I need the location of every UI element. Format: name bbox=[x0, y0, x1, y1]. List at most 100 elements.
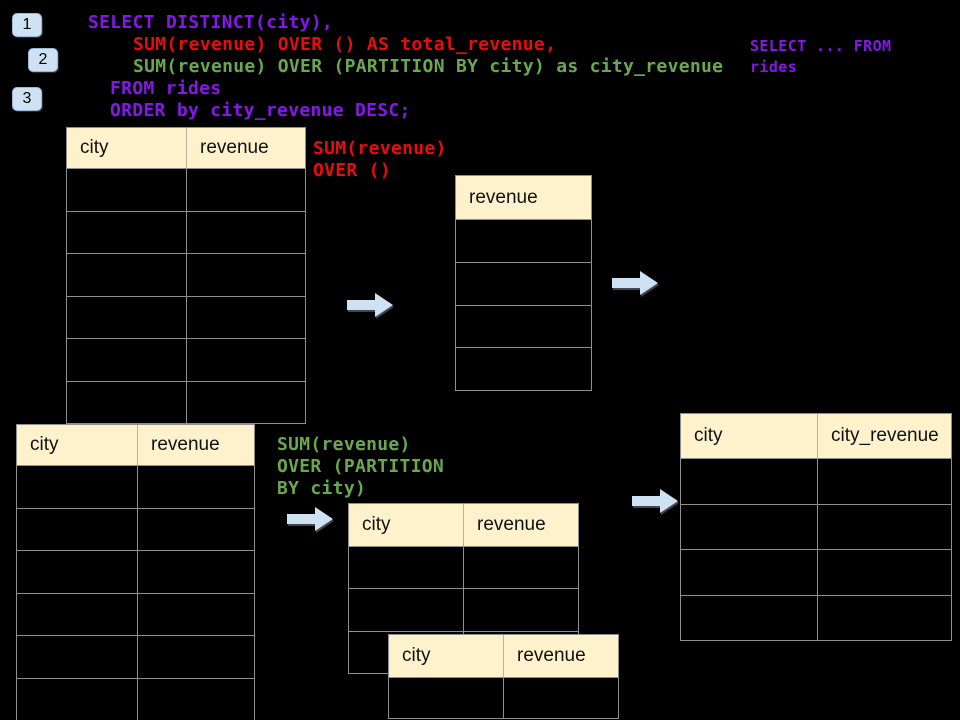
sql-line-order-by: ORDER by city_revenue DESC; bbox=[110, 100, 411, 121]
table-cell bbox=[17, 593, 138, 635]
column-header: city bbox=[681, 414, 818, 458]
table-row bbox=[681, 550, 951, 596]
table-cell bbox=[187, 169, 305, 211]
table-row bbox=[456, 262, 591, 306]
table-cell bbox=[456, 262, 591, 305]
table-row bbox=[17, 466, 254, 509]
column-header: revenue bbox=[477, 514, 546, 535]
table-cell bbox=[187, 381, 305, 423]
side-note-select-from-rides: SELECT ... FROM rides bbox=[750, 36, 891, 78]
table-cell bbox=[67, 339, 187, 381]
table-cell bbox=[138, 636, 254, 678]
column-header: city bbox=[349, 504, 464, 546]
table-header-row: city city_revenue bbox=[681, 414, 951, 459]
table-row bbox=[456, 220, 591, 263]
table-cell bbox=[17, 508, 138, 550]
table-cell bbox=[67, 211, 187, 253]
table-cell bbox=[681, 459, 818, 504]
table-cell bbox=[138, 508, 254, 550]
table-row bbox=[17, 678, 254, 720]
table-cell bbox=[818, 504, 951, 549]
table-cell bbox=[17, 636, 138, 678]
table-row bbox=[67, 296, 305, 339]
table-cell bbox=[456, 348, 591, 391]
side-note-line-1: SELECT ... FROM bbox=[750, 37, 892, 55]
table-cell bbox=[187, 254, 305, 296]
table-cell bbox=[138, 551, 254, 593]
table-cell bbox=[349, 589, 464, 631]
table-cell bbox=[681, 595, 818, 640]
annotation-total-line-2: OVER () bbox=[313, 160, 391, 181]
column-header: city bbox=[17, 425, 138, 465]
table-row bbox=[349, 589, 578, 632]
table-cell bbox=[138, 466, 254, 508]
annotation-total-revenue: SUM(revenue)OVER () bbox=[313, 138, 447, 182]
annotation-partition-line-3: BY city) bbox=[277, 478, 367, 499]
source-table-bottom: city revenue bbox=[16, 424, 255, 720]
partitioned-table: city revenue bbox=[348, 503, 579, 674]
table-row bbox=[389, 678, 618, 718]
arrow-right-icon bbox=[287, 507, 333, 531]
table-cell bbox=[138, 678, 254, 720]
table-cell bbox=[818, 550, 951, 595]
sql-line-select: SELECT DISTINCT(city), bbox=[88, 12, 334, 33]
table-cell bbox=[17, 551, 138, 593]
table-row bbox=[67, 381, 305, 423]
table-cell bbox=[67, 169, 187, 211]
total-revenue-table: revenue bbox=[455, 175, 592, 392]
arrow-right-icon bbox=[612, 271, 658, 295]
side-note-line-2: rides bbox=[750, 58, 798, 76]
step-badge-1: 1 bbox=[12, 13, 42, 37]
table-cell bbox=[389, 678, 504, 718]
table-row bbox=[17, 593, 254, 636]
table-header-row: city revenue bbox=[349, 504, 578, 547]
table-cell bbox=[349, 547, 464, 589]
table-row bbox=[349, 547, 578, 590]
column-header: city bbox=[389, 635, 504, 677]
step-badge-2: 2 bbox=[28, 48, 58, 72]
table-row bbox=[67, 169, 305, 212]
table-cell bbox=[67, 296, 187, 338]
table-row bbox=[456, 348, 591, 391]
table-cell bbox=[138, 593, 254, 635]
table-header-row: city revenue bbox=[17, 425, 254, 466]
arrow-right-icon bbox=[632, 489, 678, 513]
column-header: revenue bbox=[517, 645, 586, 666]
table-cell bbox=[681, 504, 818, 549]
annotation-partition-line-2: OVER (PARTITION bbox=[277, 456, 445, 477]
table-cell bbox=[464, 547, 578, 589]
table-cell bbox=[456, 220, 591, 262]
table-row bbox=[67, 254, 305, 297]
step-badge-3: 3 bbox=[12, 87, 42, 111]
sql-line-total-revenue: SUM(revenue) OVER () AS total_revenue, bbox=[133, 34, 557, 55]
table-cell bbox=[818, 459, 951, 504]
table-row bbox=[681, 459, 951, 505]
table-cell bbox=[187, 339, 305, 381]
column-header: revenue bbox=[469, 186, 538, 208]
table-cell bbox=[464, 589, 578, 631]
annotation-partition-line-1: SUM(revenue) bbox=[277, 434, 411, 455]
table-cell bbox=[456, 305, 591, 348]
table-cell bbox=[17, 678, 138, 720]
sql-line-city-revenue: SUM(revenue) OVER (PARTITION BY city) as… bbox=[133, 56, 724, 77]
table-cell bbox=[187, 296, 305, 338]
column-header: city_revenue bbox=[831, 425, 939, 446]
table-cell bbox=[187, 211, 305, 253]
table-row bbox=[17, 508, 254, 551]
table-row bbox=[67, 211, 305, 254]
table-cell bbox=[67, 254, 187, 296]
column-header: revenue bbox=[200, 137, 269, 158]
table-header-row: city revenue bbox=[389, 635, 618, 678]
table-row bbox=[456, 305, 591, 349]
table-row bbox=[17, 636, 254, 679]
table-cell bbox=[818, 595, 951, 640]
arrow-right-icon bbox=[347, 293, 393, 317]
column-header: revenue bbox=[151, 434, 220, 455]
sql-line-from: FROM rides bbox=[110, 78, 222, 99]
result-table: city city_revenue bbox=[680, 413, 952, 641]
table-cell bbox=[67, 381, 187, 423]
